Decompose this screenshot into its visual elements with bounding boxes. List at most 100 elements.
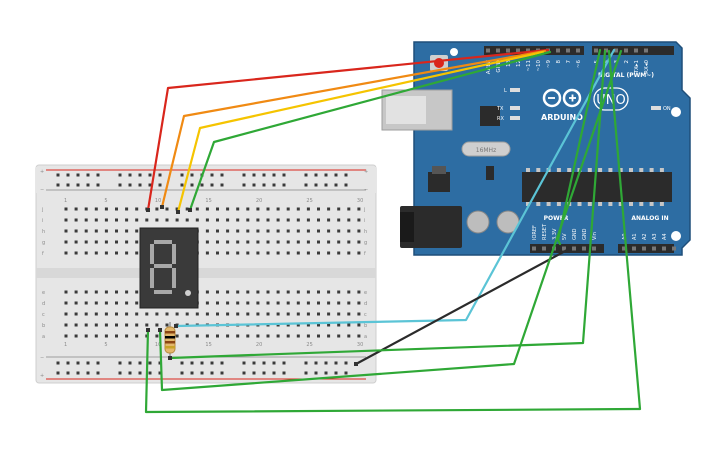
rail-hole[interactable]: [314, 371, 318, 375]
rail-holes-top[interactable]: [56, 173, 348, 187]
rail-hole[interactable]: [252, 371, 256, 375]
breadboard-hole[interactable]: [286, 312, 290, 316]
breadboard-hole[interactable]: [306, 218, 310, 222]
rail-hole[interactable]: [262, 173, 266, 177]
rail-hole[interactable]: [210, 371, 214, 375]
breadboard-hole[interactable]: [104, 251, 108, 255]
breadboard-hole[interactable]: [226, 207, 230, 211]
rail-hole[interactable]: [118, 183, 122, 187]
breadboard-hole[interactable]: [115, 251, 118, 255]
breadboard-hole[interactable]: [266, 301, 270, 305]
breadboard-hole[interactable]: [317, 218, 320, 222]
header-pin[interactable]: [614, 48, 618, 53]
breadboard-hole[interactable]: [94, 240, 98, 244]
breadboard-hole[interactable]: [216, 240, 219, 244]
breadboard-hole[interactable]: [216, 312, 219, 316]
wire-black[interactable]: [354, 247, 571, 366]
breadboard-hole[interactable]: [327, 251, 331, 255]
breadboard-hole[interactable]: [125, 218, 129, 222]
rail-hole[interactable]: [324, 371, 328, 375]
breadboard-hole[interactable]: [306, 301, 310, 305]
breadboard-hole[interactable]: [266, 207, 270, 211]
rail-hole[interactable]: [242, 371, 246, 375]
breadboard-hole[interactable]: [236, 240, 240, 244]
breadboard-hole[interactable]: [256, 207, 260, 211]
breadboard-hole[interactable]: [64, 301, 68, 305]
resistor[interactable]: [164, 322, 176, 358]
breadboard-hole[interactable]: [104, 334, 108, 338]
breadboard-hole[interactable]: [296, 334, 300, 338]
rail-hole[interactable]: [304, 361, 308, 365]
breadboard-hole[interactable]: [256, 218, 260, 222]
breadboard-hole[interactable]: [84, 290, 88, 294]
breadboard-hole[interactable]: [256, 229, 260, 233]
breadboard-hole[interactable]: [226, 229, 230, 233]
breadboard-hole[interactable]: [84, 207, 88, 211]
breadboard-hole[interactable]: [236, 301, 240, 305]
breadboard-hole[interactable]: [266, 240, 270, 244]
rail-hole[interactable]: [282, 173, 286, 177]
breadboard-hole[interactable]: [74, 251, 78, 255]
header-pin[interactable]: [642, 246, 646, 251]
rail-hole[interactable]: [180, 371, 184, 375]
wire-cyan[interactable]: [174, 48, 616, 328]
breadboard-hole[interactable]: [94, 218, 98, 222]
header-pin[interactable]: [496, 48, 500, 53]
power-jack[interactable]: [400, 206, 462, 248]
breadboard-hole[interactable]: [64, 218, 68, 222]
breadboard-hole[interactable]: [276, 207, 280, 211]
breadboard-hole[interactable]: [306, 334, 310, 338]
breadboard-hole[interactable]: [115, 301, 118, 305]
rail-hole[interactable]: [180, 173, 184, 177]
breadboard-hole[interactable]: [327, 312, 331, 316]
breadboard-hole[interactable]: [347, 301, 351, 305]
breadboard-hole[interactable]: [347, 323, 351, 327]
rail-hole[interactable]: [220, 173, 224, 177]
rail-hole[interactable]: [344, 371, 348, 375]
breadboard-hole[interactable]: [286, 240, 290, 244]
breadboard-hole[interactable]: [64, 290, 68, 294]
breadboard-hole[interactable]: [337, 240, 341, 244]
breadboard-hole[interactable]: [296, 240, 300, 244]
breadboard-hole[interactable]: [317, 334, 320, 338]
rail-hole[interactable]: [344, 183, 348, 187]
breadboard-hole[interactable]: [94, 323, 98, 327]
breadboard-hole[interactable]: [357, 312, 361, 316]
breadboard-hole[interactable]: [226, 290, 230, 294]
breadboard-hole[interactable]: [327, 290, 331, 294]
breadboard-hole[interactable]: [104, 229, 108, 233]
breadboard-hole[interactable]: [94, 207, 98, 211]
breadboard-hole[interactable]: [216, 301, 219, 305]
breadboard-hole[interactable]: [226, 251, 230, 255]
rail-hole[interactable]: [138, 173, 142, 177]
header-pin[interactable]: [506, 48, 510, 53]
rail-hole[interactable]: [148, 371, 152, 375]
breadboard-hole[interactable]: [84, 323, 88, 327]
breadboard-hole[interactable]: [286, 334, 290, 338]
breadboard-hole[interactable]: [306, 207, 310, 211]
header-pin[interactable]: [634, 48, 638, 53]
rail-hole[interactable]: [252, 361, 256, 365]
breadboard-hole[interactable]: [236, 229, 240, 233]
breadboard-hole[interactable]: [357, 251, 361, 255]
rail-hole[interactable]: [272, 183, 276, 187]
rail-hole[interactable]: [118, 173, 122, 177]
rail-hole[interactable]: [96, 361, 100, 365]
breadboard-hole[interactable]: [236, 334, 240, 338]
breadboard-hole[interactable]: [205, 290, 209, 294]
rail-hole[interactable]: [86, 371, 90, 375]
rail-hole[interactable]: [334, 173, 338, 177]
breadboard-hole[interactable]: [286, 251, 290, 255]
breadboard-hole[interactable]: [135, 251, 139, 255]
breadboard-hole[interactable]: [165, 312, 169, 316]
breadboard-hole[interactable]: [205, 218, 209, 222]
breadboard-hole[interactable]: [357, 334, 361, 338]
breadboard-hole[interactable]: [84, 218, 88, 222]
breadboard-hole[interactable]: [347, 312, 351, 316]
breadboard-hole[interactable]: [266, 229, 270, 233]
rail-hole[interactable]: [200, 361, 204, 365]
breadboard-hole[interactable]: [256, 240, 260, 244]
breadboard-hole[interactable]: [195, 218, 199, 222]
breadboard-hole[interactable]: [175, 218, 179, 222]
breadboard-hole[interactable]: [74, 240, 78, 244]
